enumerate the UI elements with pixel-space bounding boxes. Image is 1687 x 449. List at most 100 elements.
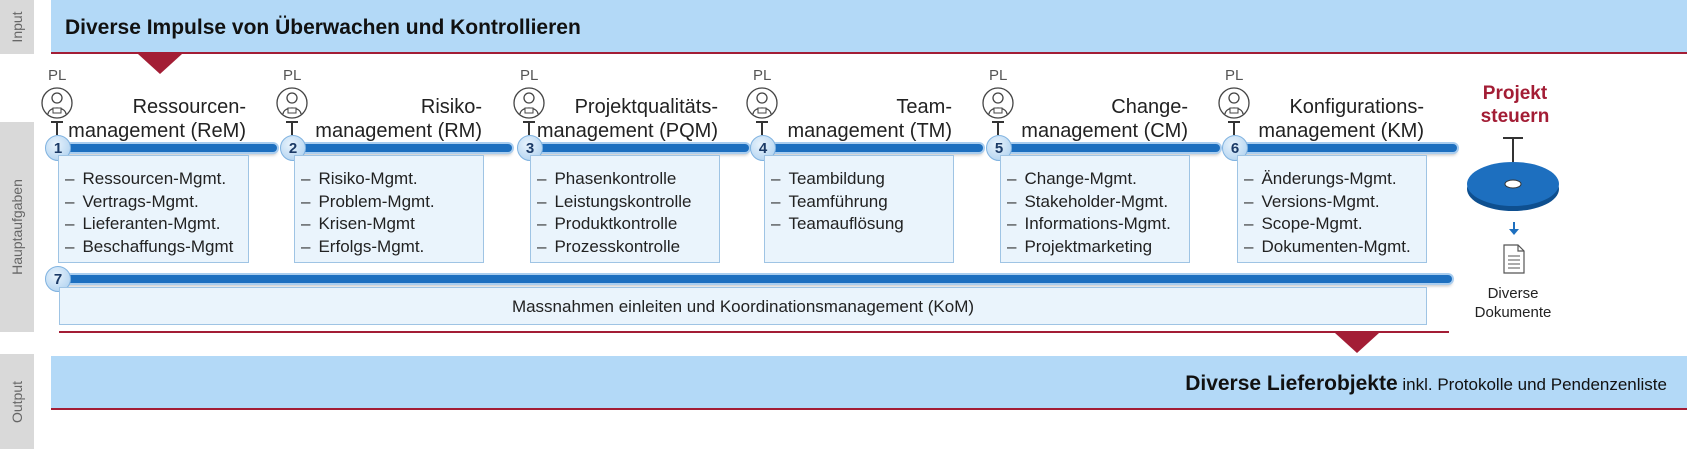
sidebar-output-label: Output <box>9 380 25 423</box>
area-title-line2: management (KM) <box>1258 120 1424 142</box>
task-item: Phasenkontrolle <box>537 168 719 191</box>
main-divider <box>59 331 1449 333</box>
person-icon <box>276 87 308 119</box>
area-title: Konfigurations-management (KM) <box>1204 95 1424 143</box>
area-title-line2: management (PQM) <box>536 120 718 142</box>
area-title: Ressourcen-management (ReM) <box>26 95 246 143</box>
area-title-line1: Ressourcen- <box>132 96 246 118</box>
area-title-line1: Konfigurations- <box>1289 96 1424 118</box>
task-item: Problem-Mgmt. <box>301 191 483 214</box>
area-title: Team-management (TM) <box>732 95 953 143</box>
person-icon <box>746 87 778 119</box>
steer-line2: steuern <box>1480 106 1550 127</box>
input-title: Diverse Impulse von Überwachen und Kontr… <box>65 16 581 39</box>
area-title-line2: management (CM) <box>1021 120 1188 142</box>
docs-line1: Diverse <box>1487 285 1539 302</box>
docs-line2: Dokumente <box>1474 304 1552 321</box>
area-task-box: Change-Mgmt.Stakeholder-Mgmt.Information… <box>1000 155 1190 263</box>
task-list: Änderungs-Mgmt.Versions-Mgmt.Scope-Mgmt.… <box>1238 156 1426 258</box>
area-tube <box>991 144 1220 152</box>
output-bold-text: Diverse Lieferobjekte <box>1185 372 1398 395</box>
task-item: Erfolgs-Mgmt. <box>301 236 483 259</box>
task-item: Projektmarketing <box>1007 236 1189 259</box>
area-title-line1: Projektqualitäts- <box>574 96 718 118</box>
task-item: Vertrags-Mgmt. <box>65 191 248 214</box>
pl-label: PL <box>283 67 302 84</box>
task-item: Lieferanten-Mgmt. <box>65 213 248 236</box>
task-list: PhasenkontrolleLeistungskontrolleProdukt… <box>531 156 719 258</box>
steer-label: Projekt steuern <box>1463 82 1567 128</box>
task-list: Risiko-Mgmt.Problem-Mgmt.Krisen-MgmtErfo… <box>295 156 483 258</box>
task-list: TeambildungTeamführungTeamauflösung <box>765 156 953 236</box>
task-item: Änderungs-Mgmt. <box>1244 168 1426 191</box>
area-tube <box>522 144 749 152</box>
area-title: Change-management (CM) <box>968 95 1188 143</box>
area-title: Projektqualitäts-management (PQM) <box>498 95 718 143</box>
area-tube <box>285 144 512 152</box>
document-icon <box>1503 244 1525 274</box>
task-item: Prozesskontrolle <box>537 236 719 259</box>
input-arrow <box>138 54 182 74</box>
steer-line1: Projekt <box>1482 83 1548 104</box>
person-stem <box>528 121 530 135</box>
pl-label: PL <box>753 67 772 84</box>
input-bar: Diverse Impulse von Überwachen und Kontr… <box>51 0 1687 54</box>
task-item: Ressourcen-Mgmt. <box>65 168 248 191</box>
sidebar-main-label: Hauptaufgaben <box>9 179 25 275</box>
person-stem <box>997 121 999 135</box>
task-item: Dokumenten-Mgmt. <box>1244 236 1426 259</box>
area-tube <box>1227 144 1457 152</box>
area-title-line2: management (TM) <box>787 120 953 142</box>
task-item: Beschaffungs-Mgmt <box>65 236 248 259</box>
sidebar-input-label: Input <box>9 11 25 43</box>
task-item: Risiko-Mgmt. <box>301 168 483 191</box>
area-tube <box>50 144 277 152</box>
output-arrow <box>1335 333 1379 353</box>
docs-label: Diverse Dokumente <box>1460 284 1566 322</box>
pl-label: PL <box>989 67 1008 84</box>
area-title: Risiko-management (RM) <box>262 95 482 143</box>
task-item: Teamauflösung <box>771 213 953 236</box>
area-task-box: Änderungs-Mgmt.Versions-Mgmt.Scope-Mgmt.… <box>1237 155 1427 263</box>
pl-label: PL <box>520 67 539 84</box>
task-item: Change-Mgmt. <box>1007 168 1189 191</box>
area-title-line1: Team- <box>896 96 952 118</box>
task-item: Stakeholder-Mgmt. <box>1007 191 1189 214</box>
person-stem <box>56 121 58 135</box>
arrow-down-icon <box>1509 222 1519 235</box>
task-item: Teamführung <box>771 191 953 214</box>
pl-label: PL <box>48 67 67 84</box>
area-title-line2: management (RM) <box>315 120 482 142</box>
coordination-tube <box>50 275 1452 283</box>
output-bar: Diverse Lieferobjekte inkl. Protokolle u… <box>51 356 1687 410</box>
area-task-box: PhasenkontrolleLeistungskontrolleProdukt… <box>530 155 720 263</box>
person-stem <box>761 121 763 135</box>
task-item: Versions-Mgmt. <box>1244 191 1426 214</box>
sidebar-output: Output <box>0 354 34 449</box>
area-tube <box>755 144 983 152</box>
area-title-line2: management (ReM) <box>68 120 246 142</box>
area-title-line1: Change- <box>1111 96 1188 118</box>
area-task-box: Risiko-Mgmt.Problem-Mgmt.Krisen-MgmtErfo… <box>294 155 484 263</box>
task-item: Scope-Mgmt. <box>1244 213 1426 236</box>
person-icon <box>41 87 73 119</box>
steering-wheel-icon <box>1467 137 1559 211</box>
person-stem <box>291 121 293 135</box>
coordination-box: Massnahmen einleiten und Koordinationsma… <box>59 287 1427 325</box>
task-item: Krisen-Mgmt <box>301 213 483 236</box>
person-stem <box>1233 121 1235 135</box>
task-list: Change-Mgmt.Stakeholder-Mgmt.Information… <box>1001 156 1189 258</box>
sidebar-input: Input <box>0 0 34 54</box>
area-number-badge: 5 <box>986 135 1012 161</box>
task-item: Produktkontrolle <box>537 213 719 236</box>
area-task-box: TeambildungTeamführungTeamauflösung <box>764 155 954 263</box>
task-item: Leistungskontrolle <box>537 191 719 214</box>
task-item: Teambildung <box>771 168 953 191</box>
task-item: Informations-Mgmt. <box>1007 213 1189 236</box>
pl-label: PL <box>1225 67 1244 84</box>
output-rest-text: inkl. Protokolle und Pendenzenliste <box>1402 375 1667 394</box>
area-task-box: Ressourcen-Mgmt.Vertrags-Mgmt.Lieferante… <box>58 155 249 263</box>
person-icon <box>982 87 1014 119</box>
person-icon <box>513 87 545 119</box>
output-text: Diverse Lieferobjekte inkl. Protokolle u… <box>1185 372 1667 396</box>
